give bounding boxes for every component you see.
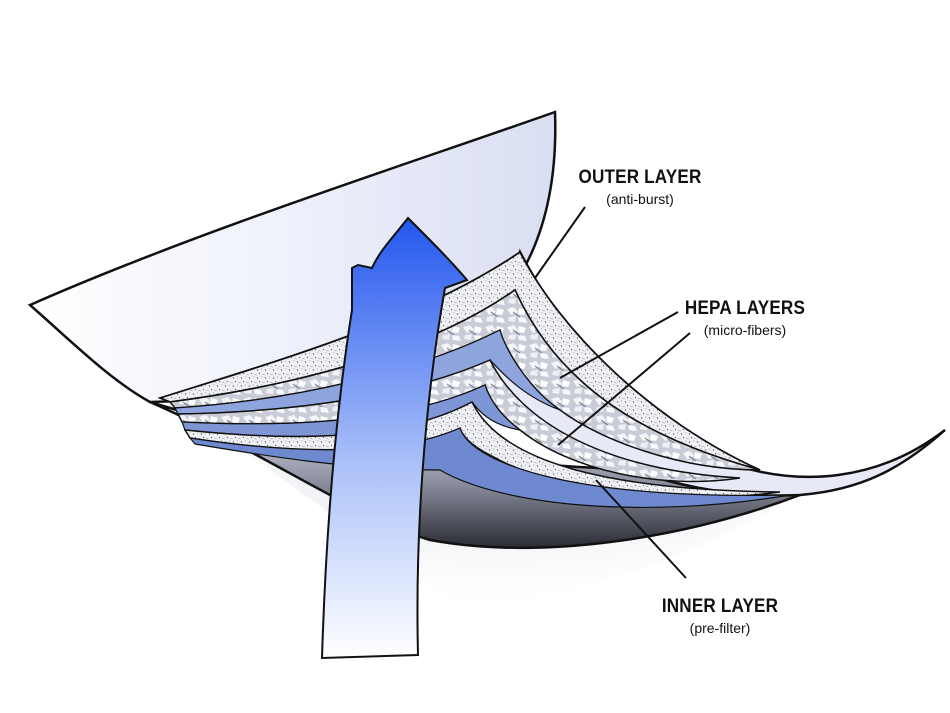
inner-layer-subtitle: (pre-filter) <box>689 620 751 636</box>
hepa-layers-subtitle: (micro-fibers) <box>703 322 787 338</box>
outer-layer-title: OUTER LAYER <box>578 167 702 188</box>
inner-layer-label: INNER LAYER (pre-filter) <box>640 596 800 636</box>
airflow-arrow <box>320 216 469 660</box>
hepa-layers-title: HEPA LAYERS <box>684 298 806 319</box>
label-pointers <box>534 206 691 579</box>
outer-layer-label: OUTER LAYER (anti-burst) <box>560 167 720 207</box>
inner-layer-pointer <box>595 479 687 579</box>
hepa-layer-pointer-2 <box>557 332 691 446</box>
hepa-layer-pointer-1 <box>559 311 679 379</box>
inner-layer-title: INNER LAYER <box>661 596 779 617</box>
hepa-layers-label: HEPA LAYERS (micro-fibers) <box>660 298 830 338</box>
outer-layer-subtitle: (anti-burst) <box>606 191 674 207</box>
outer-layer-pointer <box>534 206 586 279</box>
